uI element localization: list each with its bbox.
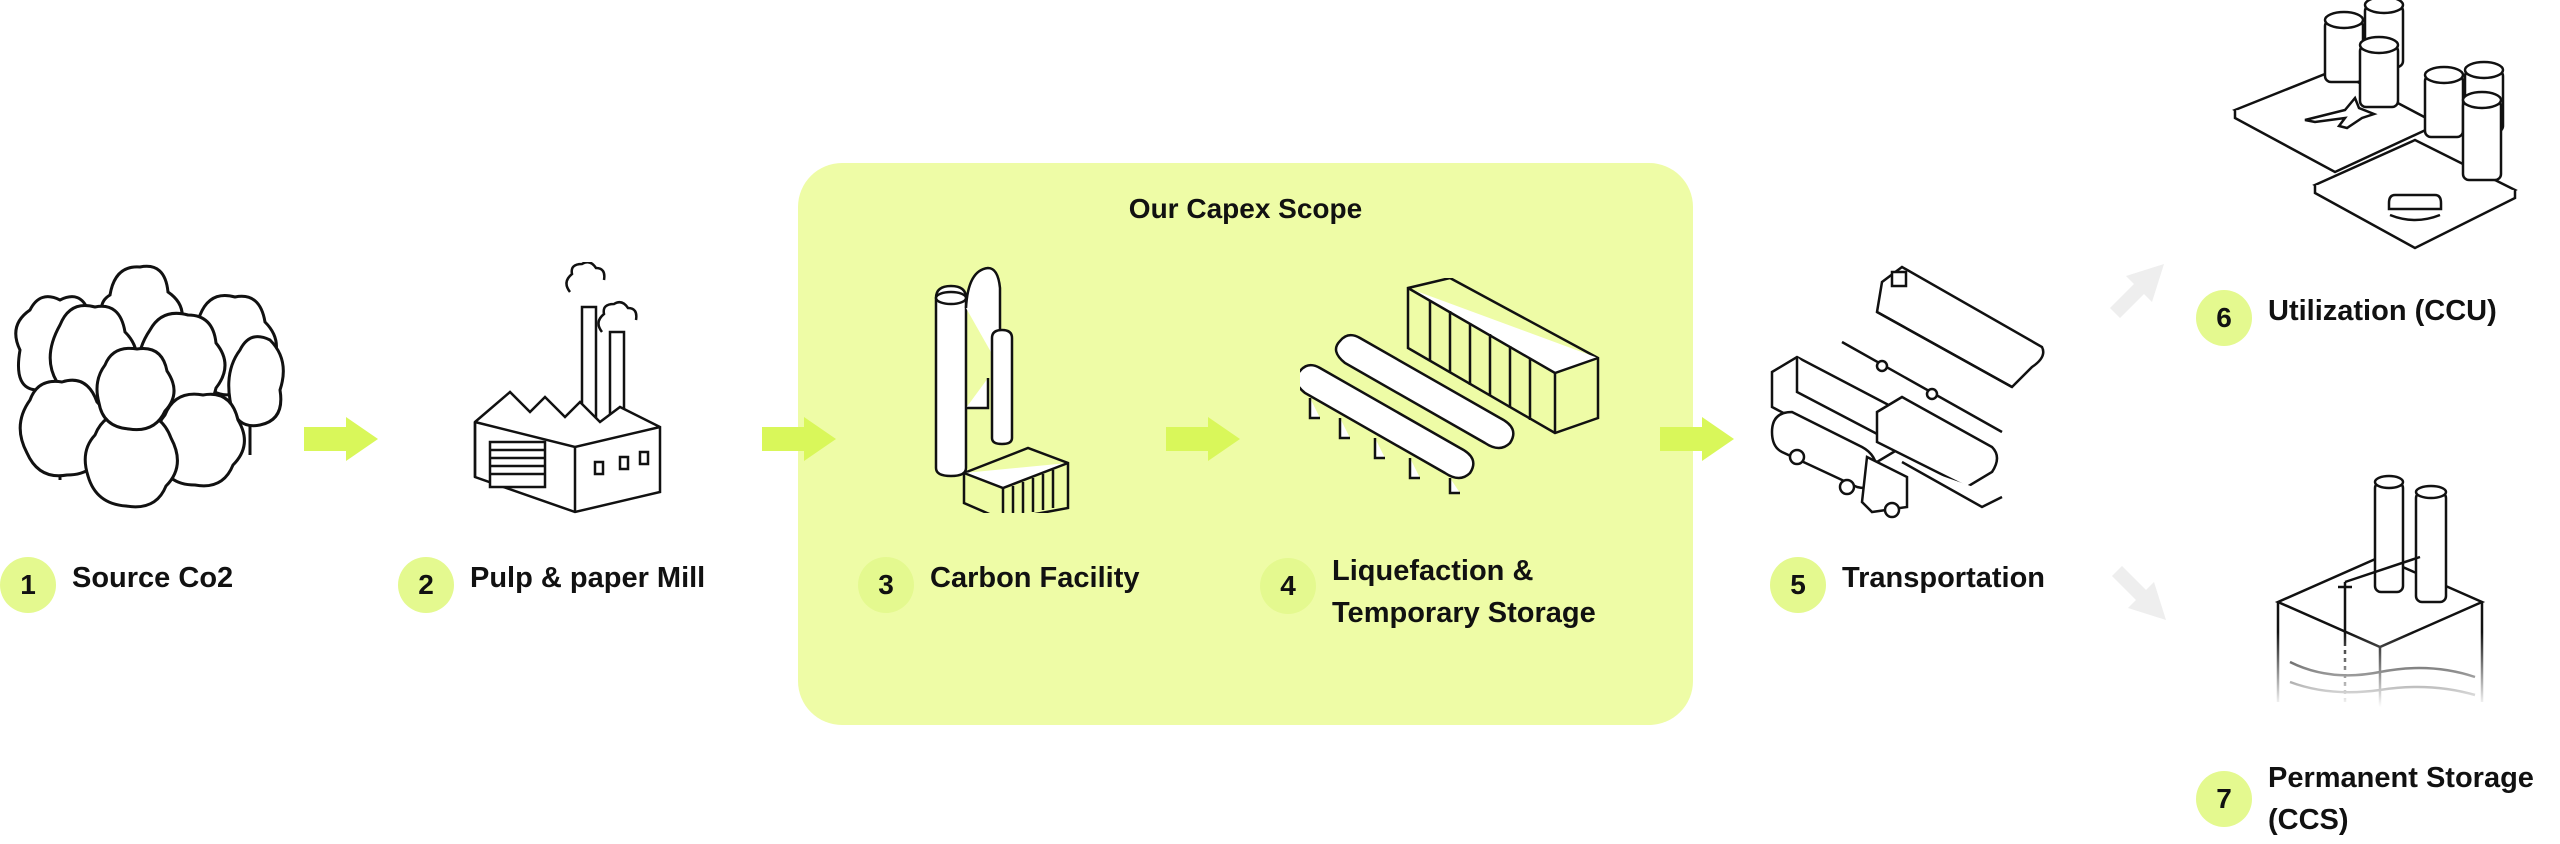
carbon-facility-icon — [928, 258, 1078, 513]
step-1: 1 Source Co2 — [0, 557, 233, 613]
step-7: 7 Permanent Storage (CCS) — [2196, 757, 2534, 841]
step-number-badge: 2 — [398, 557, 454, 613]
step-label: Carbon Facility — [930, 562, 1140, 594]
step-label: Source Co2 — [72, 562, 234, 594]
branch-arrow-down-icon — [2106, 560, 2168, 622]
liquefaction-storage-icon — [1300, 278, 1600, 498]
forest-icon — [0, 255, 290, 515]
step-number-badge: 6 — [2196, 290, 2252, 346]
step-label: Liquefaction & Temporary Storage — [1332, 555, 1596, 629]
flow-arrow-icon — [1660, 417, 1734, 461]
step-label: Utilization (CCU) — [2268, 295, 2497, 327]
step-label: Pulp & paper Mill — [470, 562, 706, 594]
step-label: Permanent Storage (CCS) — [2268, 762, 2534, 836]
flow-arrow-icon — [1166, 417, 1240, 461]
transportation-icon — [1752, 262, 2062, 522]
step-4: 4 Liquefaction & Temporary Storage — [1260, 550, 1596, 634]
permanent-storage-icon — [2270, 462, 2490, 707]
step-5: 5 Transportation — [1770, 557, 2045, 613]
step-number-badge: 4 — [1260, 558, 1316, 614]
capex-scope-title: Our Capex Scope — [1128, 193, 1363, 224]
step-2: 2 Pulp & paper Mill — [398, 557, 705, 613]
step-6: 6 Utilization (CCU) — [2196, 290, 2497, 346]
step-label: Transportation — [1842, 562, 2046, 594]
utilization-icon — [2215, 0, 2530, 255]
step-number-badge: 7 — [2196, 771, 2252, 827]
factory-icon — [470, 262, 670, 517]
step-3: 3 Carbon Facility — [858, 557, 1140, 613]
flow-arrow-icon — [304, 417, 378, 461]
step-number-badge: 1 — [0, 557, 56, 613]
branch-arrow-up-icon — [2104, 262, 2166, 324]
flow-arrow-icon — [762, 417, 836, 461]
step-number-badge: 5 — [1770, 557, 1826, 613]
step-number-badge: 3 — [858, 557, 914, 613]
